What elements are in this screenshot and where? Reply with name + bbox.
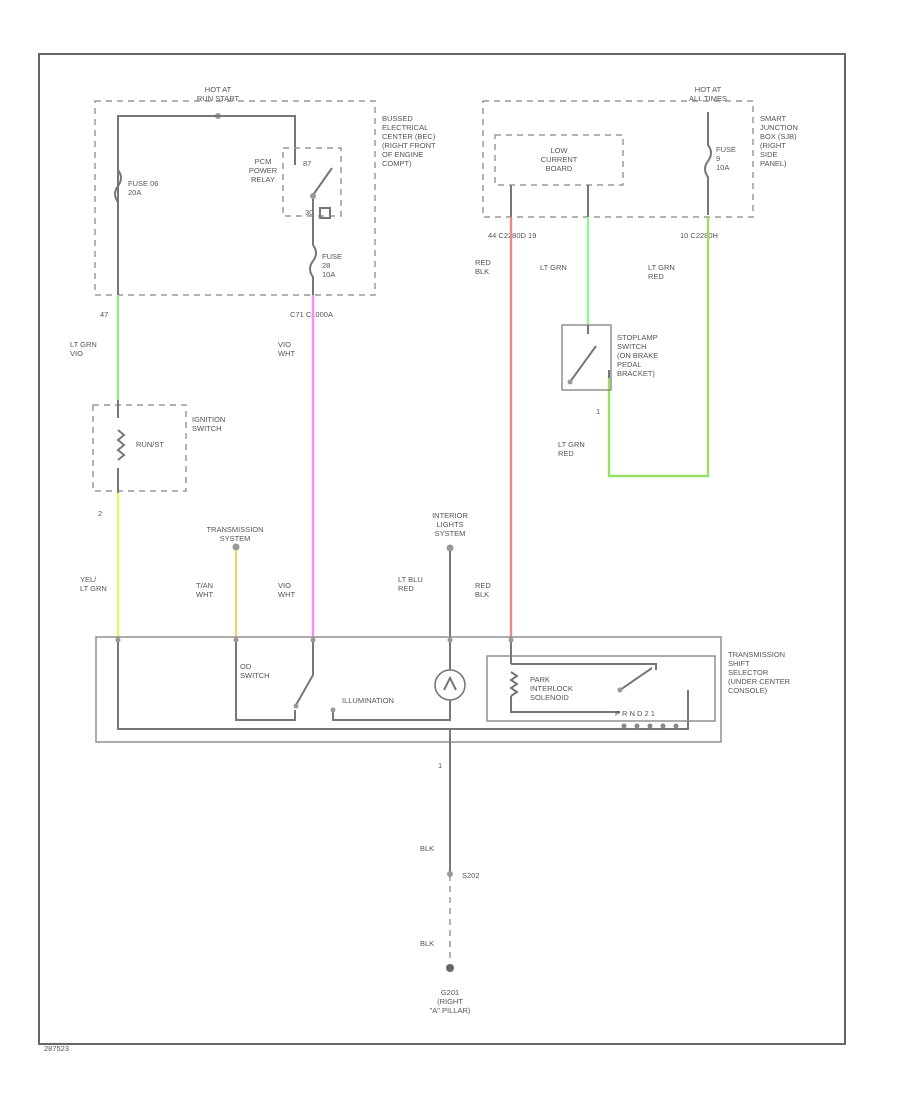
gear-position-contacts [621,723,679,729]
ground-label: G201(RIGHT"A" PILLAR) [430,988,471,1015]
transmission-system-node [232,543,240,551]
stoplamp-switch-box [561,324,612,391]
selector-top-terminals [115,637,514,643]
lamp-filament-icon [443,675,457,691]
bec-box [94,100,376,296]
ground-icon [446,964,454,972]
park-interlock-box [486,655,716,722]
relay-pin-87: 87 [303,159,311,168]
interior-lights-node [446,544,454,552]
shift-selector-box [95,636,722,743]
relay-pin-30: 30 [305,208,313,217]
fuse-9-wire [704,112,712,215]
relay-coil-icon [319,207,331,219]
selector-internal-ground [117,640,689,730]
splice-label: S202 [462,871,480,880]
wire-lt-grn-red [607,217,710,478]
connector-c1000a-label: C71 C1000A [290,310,333,319]
wire-yel-lt-grn-label: YEL/LT GRN [80,575,107,593]
sjb-box [482,100,754,218]
low-current-board-box [494,134,624,186]
solenoid-coil-icon [509,671,519,697]
relay-contact-node [310,193,316,199]
pin-2-label: 2 [98,509,102,518]
connector-c2280h-label: 10 C2280H [680,231,718,240]
run-start-label: RUN/ST [136,440,164,449]
od-switch-wiring [235,640,296,721]
pin-47-label: 47 [100,310,108,319]
park-interlock-switch-blade [619,667,653,691]
illumination-lamp-icon [434,669,466,701]
wire-blk-label: BLK [420,844,434,853]
fuse-28-icon [309,244,317,295]
park-interlock-pivot [617,687,623,693]
low-current-board-leads [510,185,589,217]
gear-labels: P R N D 2 1 [615,709,655,718]
park-interlock-wiring [510,663,657,713]
pin-1-label: 1 [438,761,442,770]
illumination-node [330,707,336,713]
fuse-06-icon [114,169,122,203]
illumination-label: ILLUMINATION [342,696,394,705]
od-switch-node [293,703,299,709]
stoplamp-contact-node [567,379,573,385]
ignition-switch-box [92,404,187,492]
splice-node [447,871,453,877]
ignition-contact-icon [116,429,126,461]
stoplamp-switch-contacts [569,325,610,383]
illumination-wiring [295,640,451,721]
bec-bus-wire [117,115,296,295]
stoplamp-pin-label: 1 [596,407,600,416]
wire-blk-label-2: BLK [420,939,434,948]
wire-lt-grn-label: LT GRN [540,263,567,272]
diagram-frame [38,53,846,1045]
pcm-relay-contacts [294,150,333,245]
diagram-id: 287523 [44,1044,69,1053]
